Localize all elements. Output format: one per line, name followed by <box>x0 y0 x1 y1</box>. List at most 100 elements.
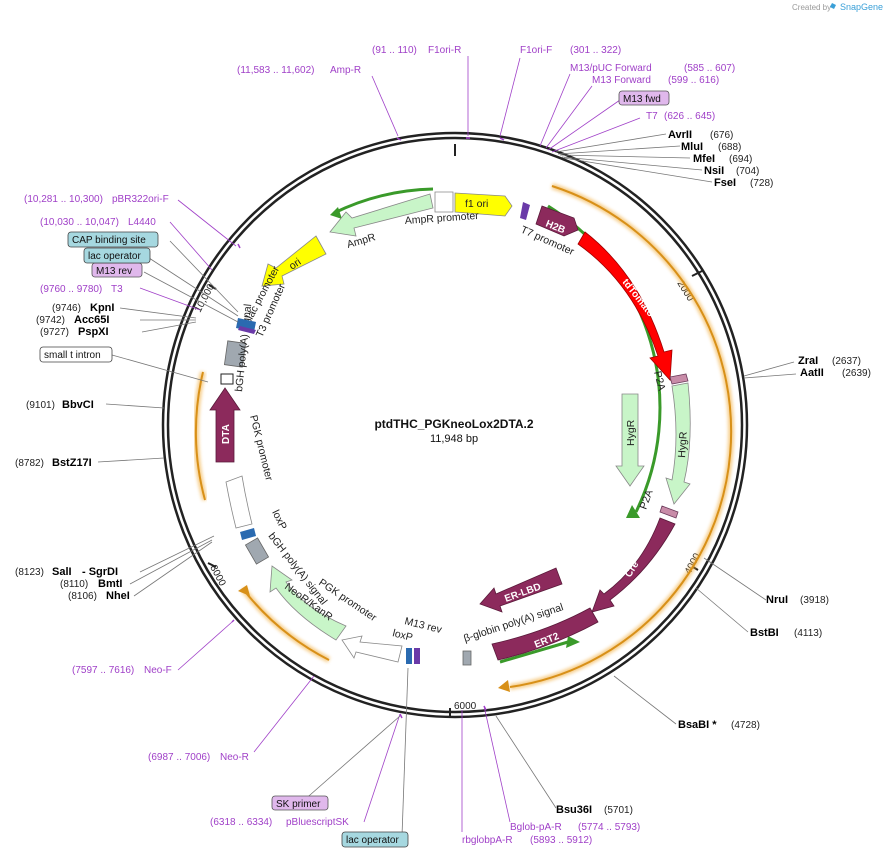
enzyme-pos-acc65i: (9742) <box>36 315 65 326</box>
neokanr-feature <box>269 565 347 641</box>
enzyme-labels: AvrII (676) MluI (688) MfeI (694) NsiI (… <box>15 129 871 816</box>
enzyme-pos-mfei: (694) <box>729 154 752 165</box>
p2a-1-label: P2A <box>651 370 667 392</box>
primer-labels: (11,583 .. 11,602) Amp-R (91 .. 110) F1o… <box>24 45 735 846</box>
plasmid-length: 11,948 bp <box>430 433 478 445</box>
primer-range-m13-forward: (599 .. 616) <box>668 75 719 86</box>
tick-mark <box>207 562 217 568</box>
primer-name-m13-puc-forward: M13/pUC Forward <box>570 63 652 74</box>
enzyme-nsii: NsiI <box>704 165 724 177</box>
credit-brand: SnapGene <box>840 2 883 12</box>
primer-name-bglob-pa-r: Bglob-pA-R <box>510 822 562 833</box>
m13-rev-feature <box>414 648 420 664</box>
primer-range-t3: (9760 .. 9780) <box>40 284 102 295</box>
box-label-cap-binding-site: CAP binding site <box>72 235 146 246</box>
leader-lines <box>97 56 797 837</box>
enzyme-pspxi: PspXI <box>78 326 109 338</box>
bgh-polya-2-feature <box>223 340 247 368</box>
orf-arc-main <box>509 185 733 688</box>
enzyme-pos-zrai: (2637) <box>832 356 861 367</box>
primer-range-pbluescriptsk: (6318 .. 6334) <box>210 817 272 828</box>
primer-range-f1ori-r: (91 .. 110) <box>372 45 417 56</box>
primer-name-t7: T7 <box>646 111 658 122</box>
credit-prefix: Created by <box>792 3 831 12</box>
pgk-promoter-2-label: PGK promoter <box>247 414 275 483</box>
enzyme-nrui: NruI <box>766 594 788 606</box>
enzyme-fsei: FseI <box>714 177 736 189</box>
enzyme-pos-avrii: (676) <box>710 130 733 141</box>
credit: Created by SnapGene <box>792 2 883 12</box>
primer-range-m13-puc-forward: (585 .. 607) <box>684 63 735 74</box>
enzyme-pos-nrui: (3918) <box>800 595 829 606</box>
primer-name-m13-forward: M13 Forward <box>592 75 651 86</box>
enzyme-bstbi: BstBI <box>750 627 779 639</box>
dta-label: DTA <box>221 424 232 444</box>
ampr-feature <box>329 193 434 237</box>
ori-feature <box>261 235 327 287</box>
enzyme-bstz17i: BstZ17I <box>52 457 92 469</box>
neo-orf-arrow <box>238 585 250 596</box>
dta-feature <box>209 387 241 463</box>
primer-range-bglob-pa-r: (5774 .. 5793) <box>578 822 640 833</box>
t3-promoter-feature <box>238 326 256 334</box>
ert2-orf-arrow <box>566 636 580 648</box>
tdtomato-feature <box>577 231 673 381</box>
enzyme-mfei: MfeI <box>693 153 715 165</box>
backbone <box>161 131 749 719</box>
t7-promoter-feature <box>520 202 530 220</box>
tick-mark <box>691 270 703 277</box>
primer-name-amp-r: Amp-R <box>330 65 361 76</box>
primer-range-f1ori-f: (301 .. 322) <box>570 45 621 56</box>
neo-orf-main <box>242 588 330 661</box>
enzyme-pos-mlui: (688) <box>718 142 741 153</box>
ert2-feature <box>491 607 599 661</box>
snapgene-logo-icon <box>830 3 836 9</box>
box-label-small-t-intron: small t intron <box>44 350 101 361</box>
backbone-outer <box>161 131 749 719</box>
enzyme-sgrdi: - SgrDI <box>82 566 118 578</box>
er-lbd-feature <box>479 567 563 613</box>
enzyme-leaders <box>97 133 797 837</box>
primer-range-l4440: (10,030 .. 10,047) <box>40 217 119 228</box>
tick-label-6000: 6000 <box>454 701 477 712</box>
enzyme-pos-bstz17i: (8782) <box>15 458 44 469</box>
enzyme-pos-pspxi: (9727) <box>40 327 69 338</box>
loxp-1-feature <box>406 648 412 664</box>
pgk-promoter-2-feature <box>225 475 253 529</box>
ert2-orf-line <box>499 640 569 664</box>
enzyme-sali: SalI <box>52 566 72 578</box>
plasmid-title-group: ptdTHC_PGKneoLox2DTA.2 11,948 bp <box>374 417 533 445</box>
primer-leaders <box>139 56 641 832</box>
p2a-1-feature <box>669 373 689 385</box>
ampr-orf-arrow <box>330 207 342 219</box>
primer-name-neo-r: Neo-R <box>220 752 249 763</box>
p2a-2-feature <box>659 505 679 519</box>
cre-feature <box>591 517 676 613</box>
primer-range-t7: (626 .. 645) <box>664 111 715 122</box>
primer-name-l4440: L4440 <box>128 217 156 228</box>
primer-name-m13-rev: M13 rev <box>96 266 132 277</box>
primer-range-pbr322ori-f: (10,281 .. 10,300) <box>24 194 103 205</box>
primer-name-rbglobpa-r: rbglobpA-R <box>462 835 513 846</box>
box-lac-operator-top <box>83 247 151 264</box>
box-small-t-intron <box>39 346 113 363</box>
enzyme-bsu36i: Bsu36I <box>556 804 592 816</box>
enzyme-bmti: BmtI <box>98 578 122 590</box>
tdtomato-label: tdTomato <box>620 277 656 319</box>
f1-ori-label: f1 ori <box>465 198 488 210</box>
plasmid-name: ptdTHC_PGKneoLox2DTA.2 <box>374 417 533 431</box>
primer-name-pbr322ori-f: pBR322ori-F <box>112 194 169 205</box>
enzyme-pos-nsii: (704) <box>736 166 759 177</box>
bglobin-polya-feature <box>462 650 472 666</box>
enzyme-nhei: NheI <box>106 590 130 602</box>
p2a-2-label: P2A <box>638 488 656 511</box>
primer-name-m13-fwd: M13 fwd <box>623 94 661 105</box>
box-label-lac-operator-bottom: lac operator <box>346 835 399 846</box>
primer-range-neo-f: (7597 .. 7616) <box>72 665 134 676</box>
box-lac-operator-bottom <box>341 831 409 848</box>
pgk-promoter-1-feature <box>341 635 403 663</box>
boxed-features: CAP binding site lac operator small t in… <box>39 231 409 848</box>
primer-range-neo-r: (6987 .. 7006) <box>148 752 210 763</box>
enzyme-bsabi: BsaBI * <box>678 719 717 731</box>
